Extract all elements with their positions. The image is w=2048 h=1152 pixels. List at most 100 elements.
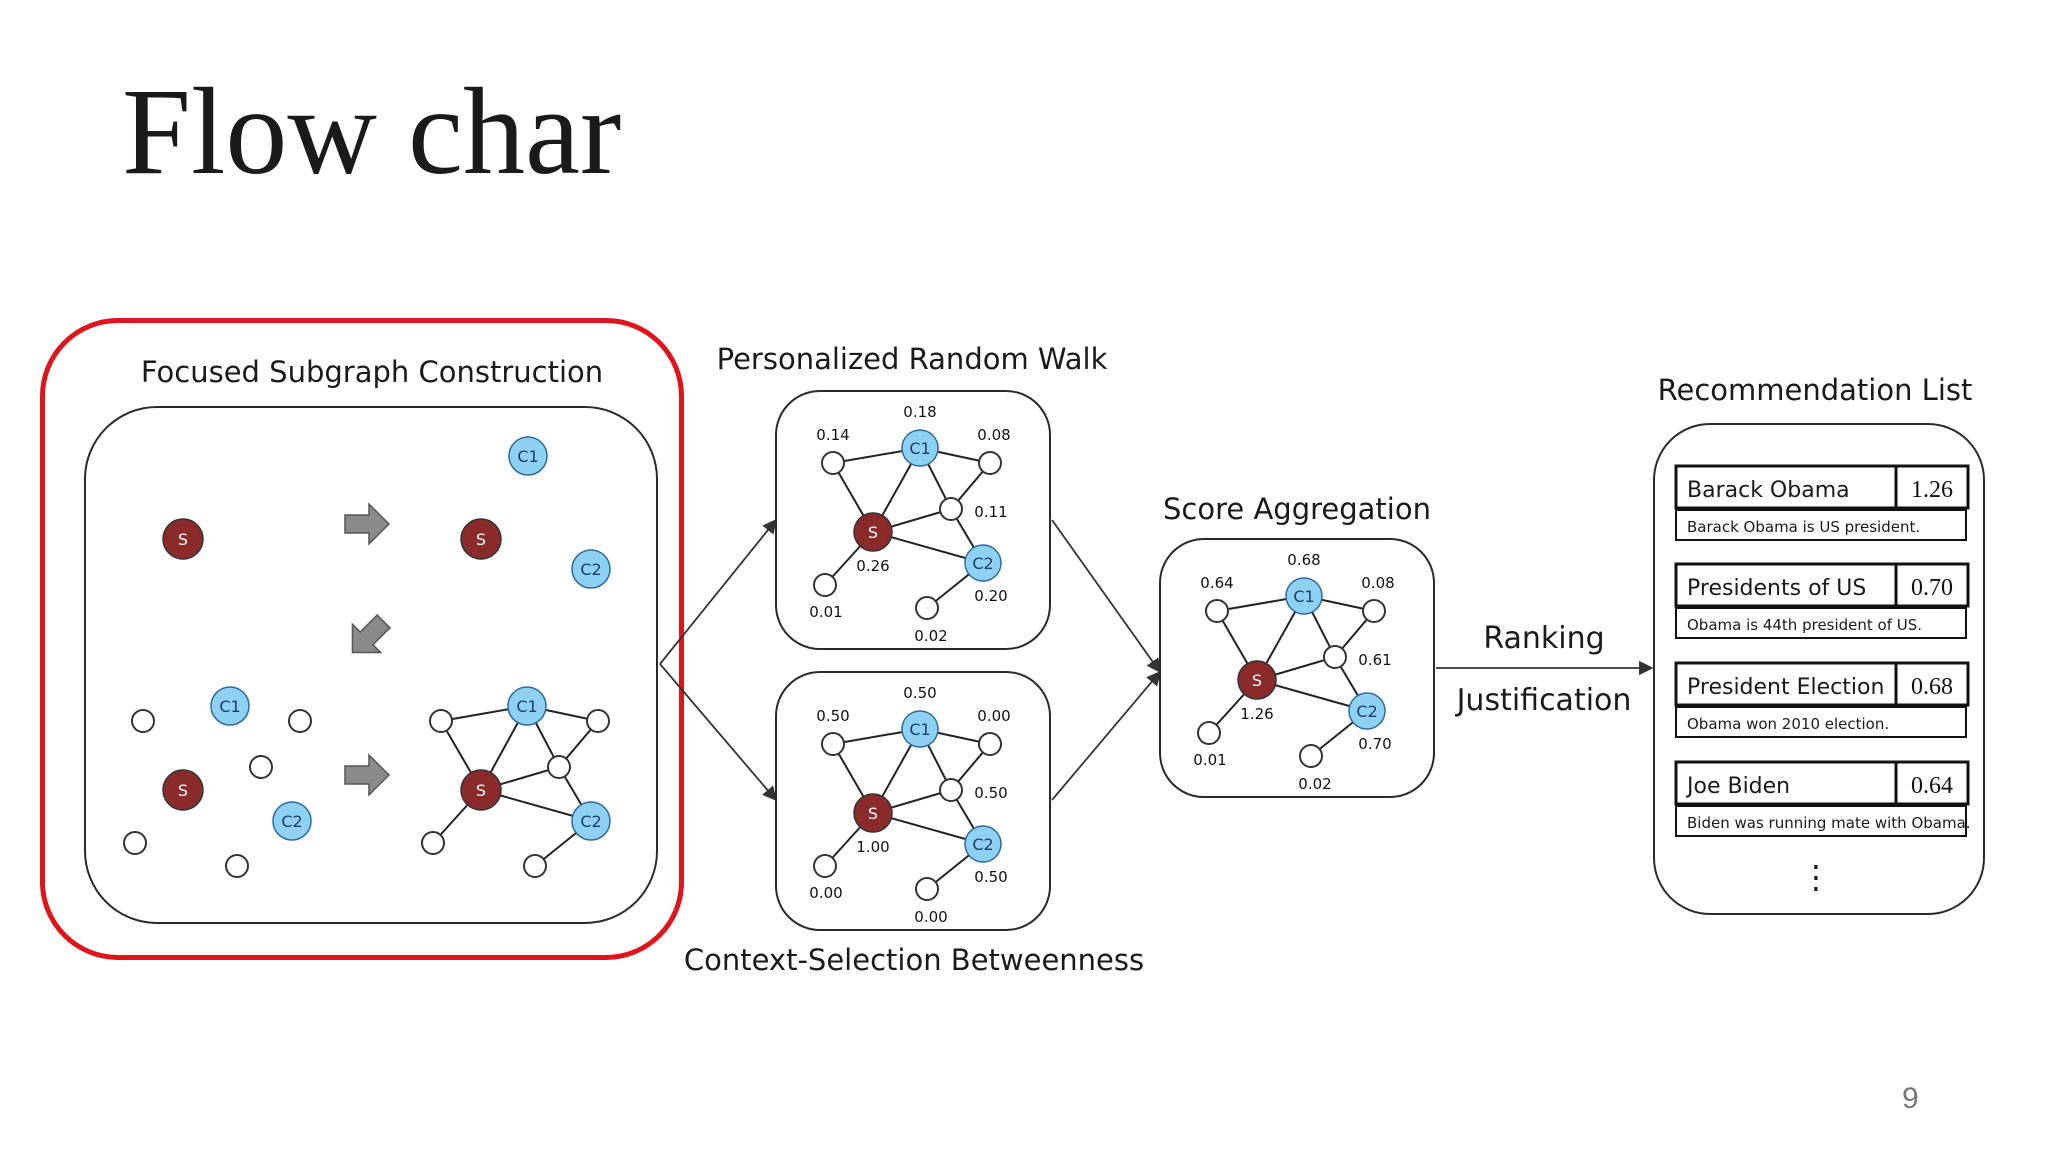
recommendation-panel [1653, 423, 1985, 915]
score-label: 0.50 [903, 684, 936, 702]
item-name: Presidents of US [1687, 576, 1866, 601]
s-node-label: S [476, 530, 486, 549]
c2-node [272, 801, 312, 841]
s-node [162, 518, 204, 560]
arrow-to-betweenness [659, 663, 777, 802]
score-label: 0.70 [1358, 735, 1391, 753]
svg-text:S: S [1252, 671, 1262, 690]
svg-text:C1: C1 [909, 720, 930, 739]
arrow-betweenness-to-aggregation [1051, 670, 1161, 801]
c1-node [210, 686, 250, 726]
recommendation-item: Presidents of US 0.70 Obama is 44th pres… [1674, 562, 1970, 639]
right-arrow-icon [344, 503, 390, 545]
score-label: 0.11 [974, 503, 1007, 521]
right-arrow-icon [344, 754, 390, 796]
score-label: 0.00 [977, 707, 1010, 725]
arrow-walk-to-aggregation [1051, 519, 1161, 674]
item-score: 0.68 [1911, 674, 1953, 700]
c2-node [571, 801, 611, 841]
item-justification: Obama won 2010 election. [1687, 715, 1889, 733]
subgraph-stage: Focused Subgraph Construction S C1 S C2 … [84, 355, 658, 924]
context-node [123, 831, 147, 855]
score-label: 0.00 [809, 884, 842, 902]
c2-node-label: C2 [281, 812, 302, 831]
score-label: 0.18 [903, 403, 936, 421]
betweenness-title: Context-Selection Betweenness [684, 943, 1144, 977]
score-label: 0.50 [974, 868, 1007, 886]
c1-node [507, 686, 547, 726]
item-justification: Barack Obama is US president. [1687, 518, 1920, 536]
subgraph-edges [432, 705, 599, 867]
score-label: 0.20 [974, 587, 1007, 605]
highlight-box [40, 318, 684, 960]
aggregation-graph: C1 S C2 0.68 0.64 0.08 0.61 1.26 0.70 0.… [1159, 538, 1435, 798]
ranking-label: Ranking [1483, 621, 1604, 656]
item-name: Barack Obama [1687, 478, 1850, 503]
slide-title: Flow char [122, 63, 622, 200]
context-node [421, 831, 445, 855]
context-node [288, 709, 312, 733]
aggregation-panel [1159, 538, 1435, 798]
subgraph-title: Focused Subgraph Construction [141, 355, 603, 389]
score-label: 0.50 [974, 784, 1007, 802]
item-name: President Election [1687, 675, 1884, 700]
item-score: 0.70 [1911, 575, 1953, 601]
c1-node-label: C1 [517, 447, 538, 466]
score-label: 0.50 [816, 707, 849, 725]
c1-node-label: C1 [219, 697, 240, 716]
score-label: 1.26 [1240, 705, 1273, 723]
s-node-label: S [476, 781, 486, 800]
c1-node [508, 436, 548, 476]
score-label: 0.14 [816, 426, 849, 444]
context-node [429, 709, 453, 733]
svg-text:C2: C2 [972, 835, 993, 854]
svg-text:C2: C2 [972, 554, 993, 573]
context-node [523, 854, 547, 878]
context-node [249, 755, 273, 779]
item-justification: Biden was running mate with Obama. [1687, 814, 1971, 832]
score-label: 0.02 [914, 627, 947, 645]
random-walk-panel [775, 390, 1051, 650]
c2-node-label: C2 [580, 812, 601, 831]
recommendation-item: President Election 0.68 Obama won 2010 e… [1674, 661, 1970, 738]
svg-text:C1: C1 [909, 439, 930, 458]
random-walk-graph: C1 S C2 0.18 0.14 0.08 0.11 0.26 0.20 0.… [775, 390, 1051, 650]
aggregation-title: Score Aggregation [1163, 492, 1431, 526]
score-label: 0.64 [1200, 574, 1233, 592]
svg-text:S: S [868, 804, 878, 823]
context-node [131, 709, 155, 733]
item-name: Joe Biden [1685, 774, 1790, 799]
flow-arrows [659, 518, 1654, 802]
recommendation-title: Recommendation List [1658, 373, 1973, 407]
s-node-label: S [178, 530, 188, 549]
random-walk-title: Personalized Random Walk [717, 342, 1108, 376]
svg-text:C2: C2 [1356, 702, 1377, 721]
score-label: 0.01 [809, 603, 842, 621]
recommendation-item: Joe Biden 0.64 Biden was running mate wi… [1674, 760, 1971, 837]
score-label: 0.61 [1358, 651, 1391, 669]
score-label: 0.02 [1298, 775, 1331, 793]
recommendation-list: Barack Obama 1.26 Barack Obama is US pre… [1653, 423, 1985, 915]
c2-node [571, 549, 611, 589]
s-node [162, 769, 204, 811]
score-label: 0.26 [856, 557, 889, 575]
score-label: 1.00 [856, 838, 889, 856]
arrow-to-random-walk [659, 518, 777, 665]
s-node [460, 518, 502, 560]
score-label: 0.08 [1361, 574, 1394, 592]
item-justification: Obama is 44th president of US. [1687, 616, 1922, 634]
svg-text:C1: C1 [1293, 587, 1314, 606]
down-left-arrow-icon [337, 606, 399, 668]
c1-node-label: C1 [516, 697, 537, 716]
context-node [547, 755, 571, 779]
c2-node-label: C2 [580, 560, 601, 579]
betweenness-graph: C1 S C2 0.50 0.50 0.00 0.50 1.00 0.50 0.… [775, 671, 1051, 931]
betweenness-panel [775, 671, 1051, 931]
subgraph-panel [84, 406, 658, 924]
s-node [460, 769, 502, 811]
score-label: 0.68 [1287, 551, 1320, 569]
score-label: 0.00 [914, 908, 947, 926]
context-node [225, 854, 249, 878]
page-number: 9 [1902, 1082, 1919, 1115]
